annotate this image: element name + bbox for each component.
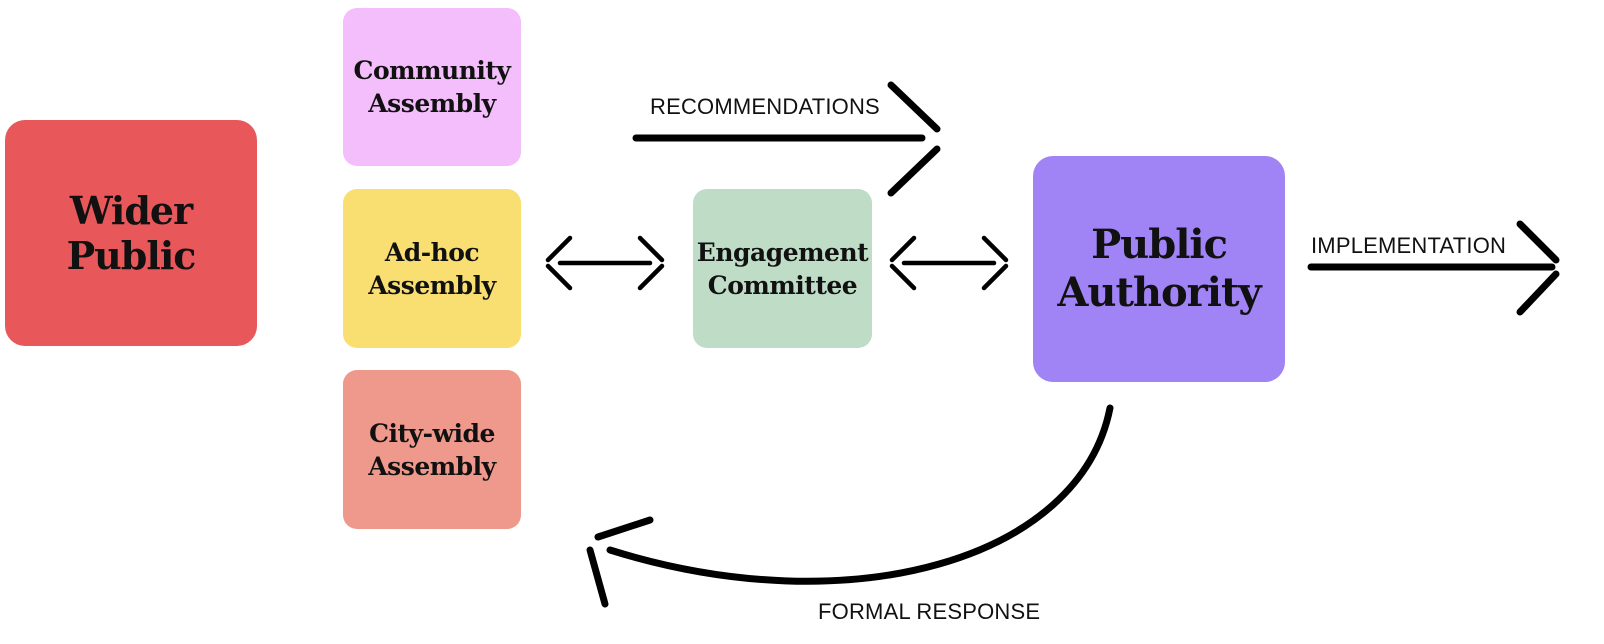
committee-authority-double-arrow: [889, 235, 1009, 291]
community-assembly-box: Community Assembly: [343, 8, 521, 166]
citywide-assembly-box: City-wide Assembly: [343, 370, 521, 529]
public-authority-label-line1: Public: [1091, 221, 1228, 268]
public-authority-label-line2: Authority: [1057, 269, 1261, 316]
wider-public-label: Wider Public: [66, 188, 197, 278]
citywide-assembly-label-line1: City-wide: [369, 418, 495, 448]
engagement-committee-label-line1: Engagement: [696, 237, 869, 267]
community-assembly-label-line1: Community: [353, 56, 511, 85]
engagement-committee-box: Engagement Committee: [693, 189, 872, 348]
adhoc-assembly-label-line1: Ad-hoc: [384, 237, 480, 267]
wider-public-box: Wider Public: [5, 120, 257, 346]
implementation-label: IMPLEMENTATION: [1311, 233, 1507, 258]
formal-response-arrow: [586, 404, 1114, 608]
community-assembly-label-line2: Assembly: [368, 89, 496, 118]
engagement-committee-label-line2: Committee: [707, 270, 858, 300]
assemblies-committee-double-arrow: [545, 235, 665, 291]
implementation-arrow: [1307, 220, 1560, 316]
adhoc-assembly-box: Ad-hoc Assembly: [343, 189, 521, 348]
recommendations-label: RECOMMENDATIONS: [650, 94, 880, 119]
citywide-assembly-label-line2: Assembly: [368, 451, 496, 481]
recommendations-arrow: [632, 81, 941, 197]
formal-response-label: FORMAL RESPONSE: [818, 599, 1041, 624]
public-authority-box: Public Authority: [1033, 156, 1285, 382]
adhoc-assembly-label-line2: Assembly: [368, 270, 496, 300]
